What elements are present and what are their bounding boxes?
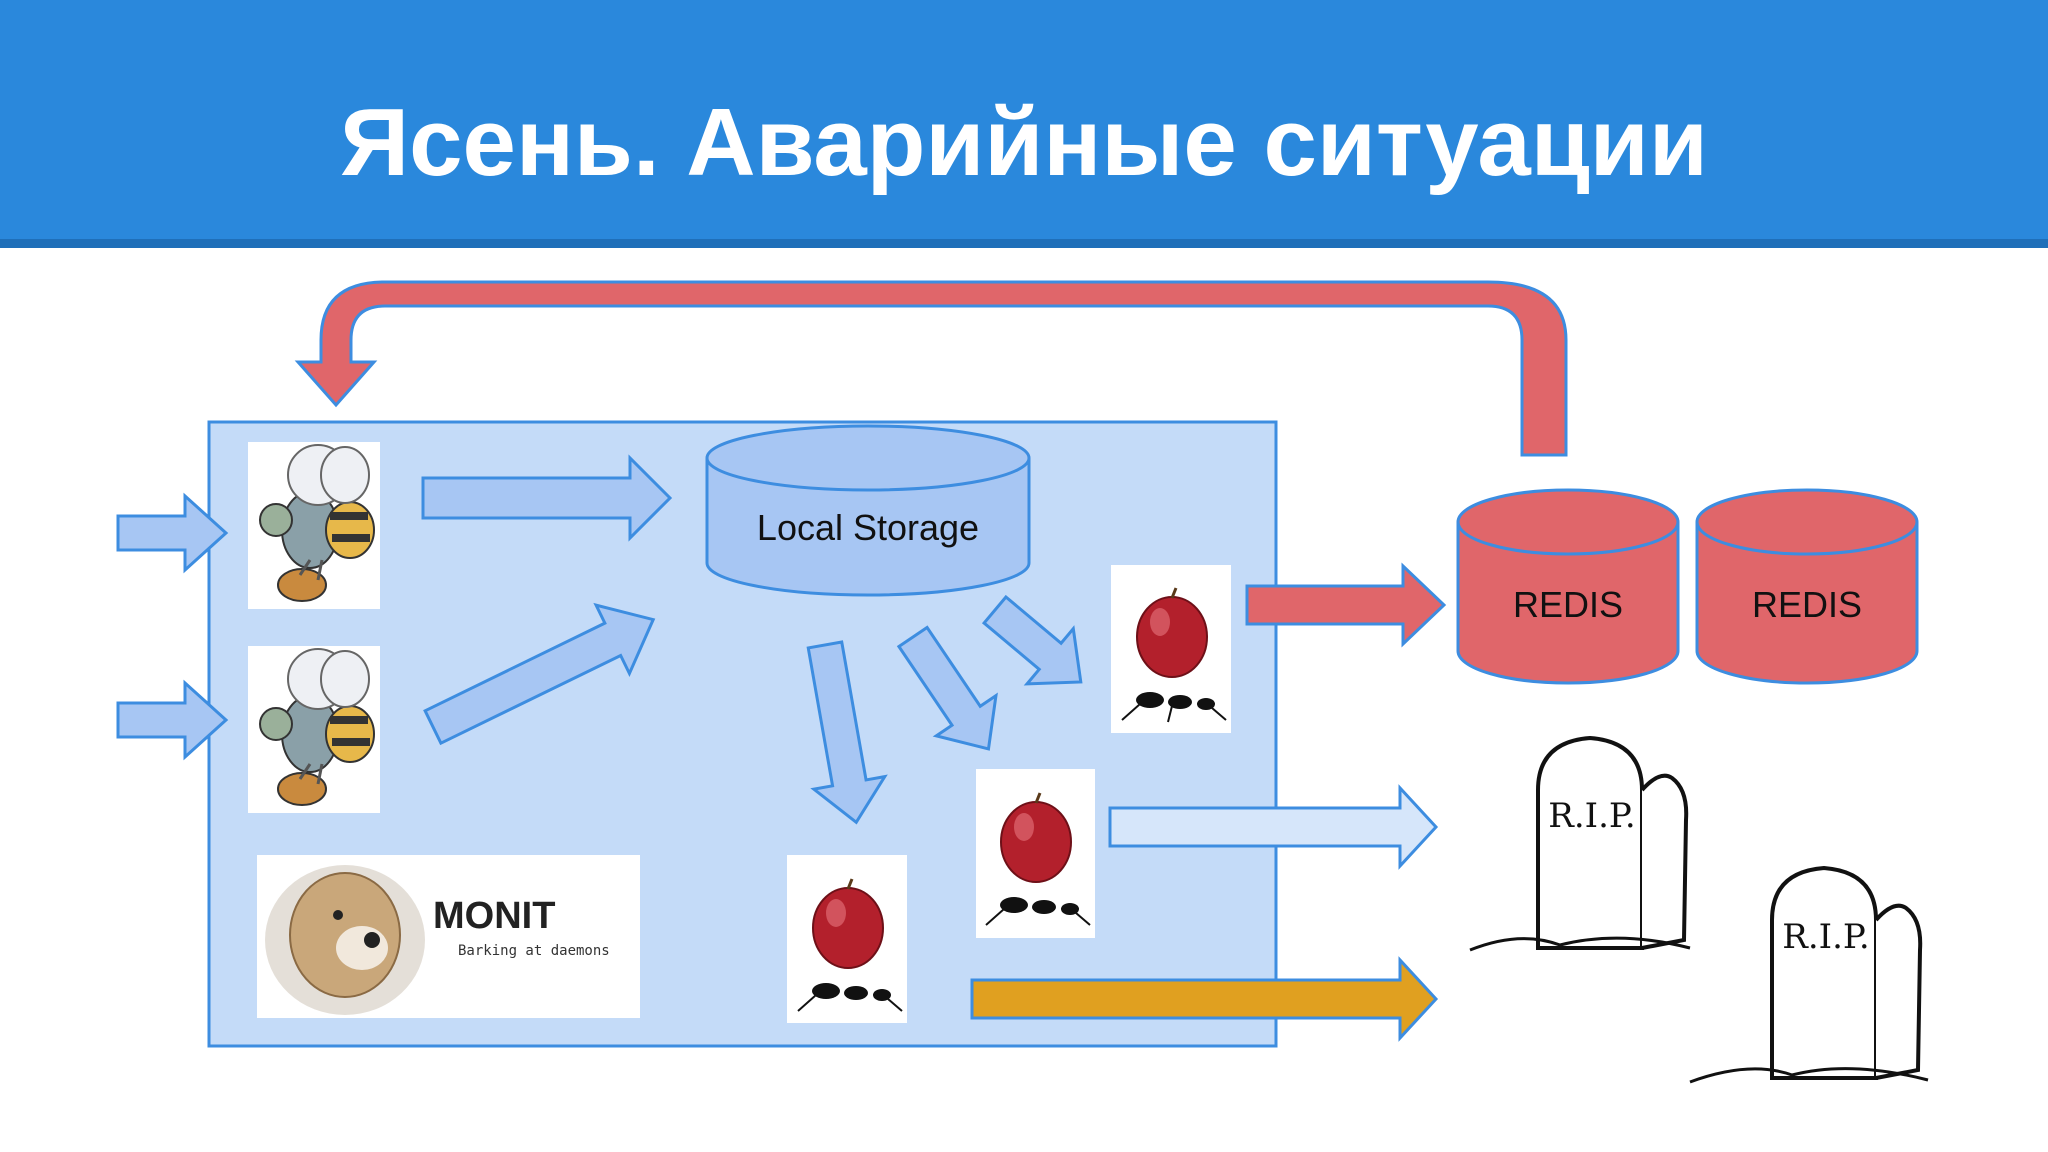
local-storage-cylinder: Local Storage xyxy=(705,424,1031,597)
tombstone-2-text: R.I.P. xyxy=(1782,917,1869,957)
slide-title: Ясень. Аварийные ситуации xyxy=(340,89,1708,196)
bee-worker-2 xyxy=(248,646,380,813)
ant-to-redis-arrow xyxy=(1245,562,1447,648)
monit-tagline: Barking at daemons xyxy=(458,943,610,959)
local-storage-label: Local Storage xyxy=(757,507,979,548)
failover-return-arrow xyxy=(294,280,1568,457)
title-bar: Ясень. Аварийные ситуации xyxy=(0,0,2048,248)
redis-cylinder-primary: REDIS xyxy=(1456,488,1680,685)
incoming-arrow-1 xyxy=(116,492,229,574)
tombstone-2: R.I.P. xyxy=(1689,865,1929,1084)
bee1-to-storage-arrow xyxy=(421,454,673,542)
bee2-to-storage-arrow xyxy=(423,602,656,746)
redis-primary-label: REDIS xyxy=(1513,584,1623,625)
redis-secondary-label: REDIS xyxy=(1752,584,1862,625)
ant-worker-1 xyxy=(1111,565,1231,733)
monit-logo: MONIT Barking at daemons xyxy=(257,855,640,1018)
tombstone-1: R.I.P. xyxy=(1469,735,1691,952)
tombstone-1-text: R.I.P. xyxy=(1548,796,1635,836)
ant-to-tombstone-arrow xyxy=(1108,784,1439,870)
redis-cylinder-secondary: REDIS xyxy=(1695,488,1919,685)
incoming-arrow-2 xyxy=(116,679,229,761)
storage-to-ant3-arrow xyxy=(981,594,1083,686)
bee-worker-1 xyxy=(248,442,380,609)
ant-to-tombstone-orange-arrow xyxy=(970,956,1439,1042)
monit-logo-text: MONIT xyxy=(433,895,555,937)
ant-worker-2 xyxy=(976,769,1095,938)
ant-worker-3 xyxy=(787,855,907,1023)
storage-to-ant2-arrow xyxy=(896,625,998,751)
storage-to-ant1-arrow xyxy=(806,640,888,825)
